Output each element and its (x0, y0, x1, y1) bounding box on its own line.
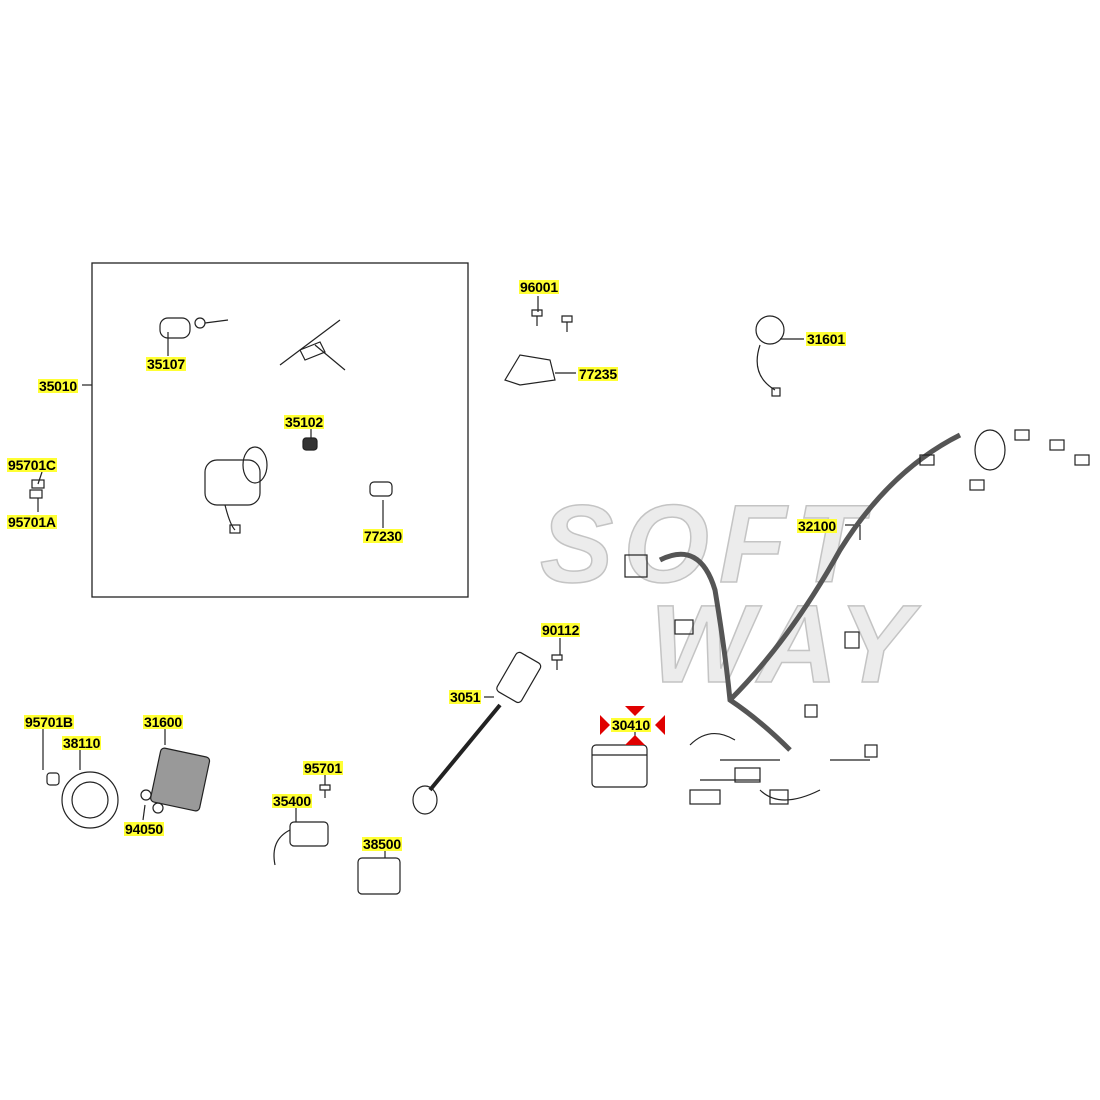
label-32100[interactable]: 32100 (797, 518, 837, 534)
part-regulator-31600 (150, 747, 211, 812)
part-bolt-95701b (46, 772, 60, 786)
label-95701a[interactable]: 95701A (7, 514, 57, 530)
part-relay-38500 (357, 857, 401, 895)
part-wiring-harness-32100 (658, 432, 962, 752)
label-31601[interactable]: 31601 (806, 331, 846, 347)
lock-set-box (91, 262, 469, 598)
part-bolts-96001 (531, 309, 573, 332)
label-38110[interactable]: 38110 (62, 735, 102, 751)
part-screws-95701 (29, 479, 45, 499)
part-ignition-switch-31601 (755, 315, 785, 397)
label-96001[interactable]: 96001 (519, 279, 559, 295)
label-94050[interactable]: 94050 (124, 821, 164, 837)
part-keys (279, 319, 346, 371)
part-bracket-77235 (504, 354, 556, 386)
part-bolt-95701 (319, 784, 331, 798)
label-35102[interactable]: 35102 (284, 414, 324, 430)
label-3051[interactable]: 3051 (449, 689, 482, 705)
selection-markers (600, 706, 665, 745)
part-seat-lock-77230 (369, 481, 393, 497)
label-35010[interactable]: 35010 (38, 378, 78, 394)
part-35102 (302, 437, 318, 451)
label-95701b[interactable]: 95701B (24, 714, 74, 730)
part-sensor-35400 (273, 821, 329, 866)
part-bolt-90112 (551, 654, 563, 670)
label-35400[interactable]: 35400 (272, 793, 312, 809)
label-35107[interactable]: 35107 (146, 356, 186, 372)
label-77235[interactable]: 77235 (578, 366, 618, 382)
part-harness-connectors (624, 429, 1090, 805)
label-95701c[interactable]: 95701C (7, 457, 57, 473)
label-90112[interactable]: 90112 (541, 622, 581, 638)
label-77230[interactable]: 77230 (363, 528, 403, 544)
watermark-soft: SOFT (539, 483, 874, 606)
leader-lines (37, 296, 861, 858)
label-38500[interactable]: 38500 (362, 836, 402, 852)
part-nuts-94050 (140, 789, 164, 814)
label-30410[interactable]: 30410 (611, 717, 651, 733)
part-ignition-coil-3051 (412, 651, 542, 815)
part-horn-38110 (61, 771, 119, 829)
label-31600[interactable]: 31600 (143, 714, 183, 730)
part-ignition-lock (204, 446, 268, 534)
part-key-cylinder-35107 (159, 317, 229, 339)
part-cdi-unit-30410 (591, 744, 648, 788)
label-95701[interactable]: 95701 (303, 760, 343, 776)
